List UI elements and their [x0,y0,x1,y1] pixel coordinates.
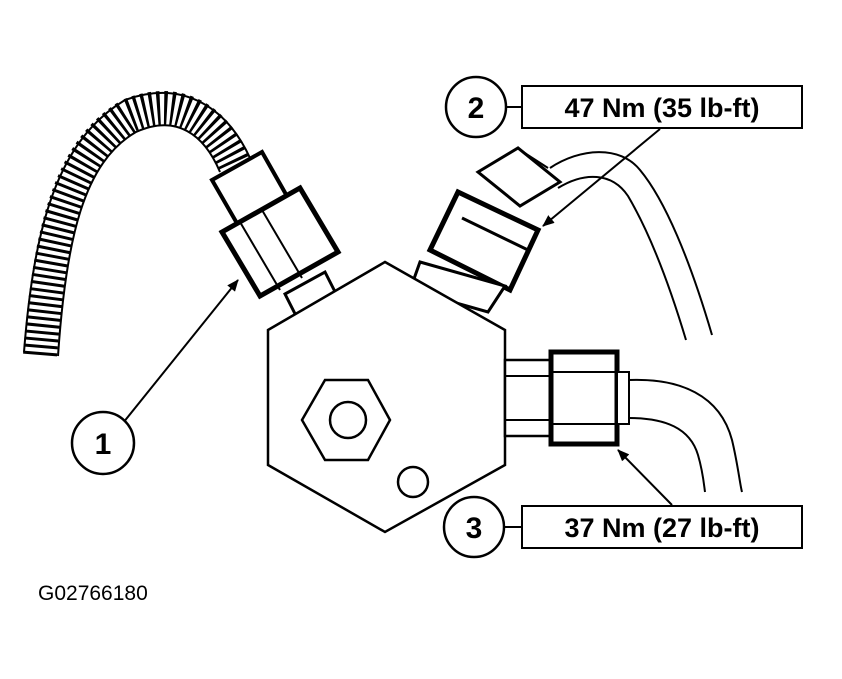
callout-3-torque-spec: 37 Nm (27 lb-ft) [564,513,759,543]
corrugated-hose [23,91,251,357]
callout-1-circle [70,410,136,476]
callout-3-spec-box [521,505,803,549]
valve-body [266,260,507,534]
callout-3: 3 37 Nm (27 lb-ft) [442,449,803,559]
callout-3-number: 3 [466,512,483,545]
callout-1-number: 1 [95,428,112,461]
callout-2-torque-spec: 47 Nm (35 lb-ft) [564,93,759,123]
figure-code: G02766180 [38,582,148,605]
right-side-fitting [503,349,630,447]
callout-2-number: 2 [468,92,485,125]
callout-1: 1 [70,279,239,476]
callout-2: 2 47 Nm (35 lb-ft) [444,75,803,227]
lower-right-tube [628,378,743,493]
callout-2-spec-box [521,85,803,129]
upper-right-fitting [408,146,563,314]
